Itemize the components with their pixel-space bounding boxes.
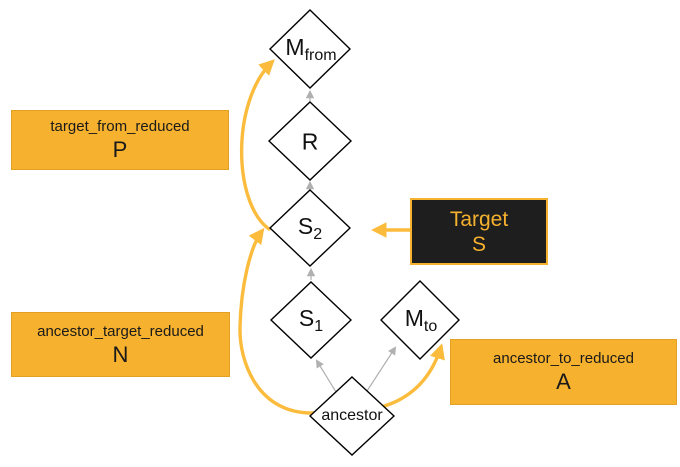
node-diamond-ancestor [308,376,396,456]
node-label-m-from: Mfrom [285,36,336,64]
callout-target-from-reduced: target_from_reduced P [11,110,229,170]
callout-target-from-reduced-name: target_from_reduced [50,118,190,136]
callout-target-symbol: S [471,232,486,256]
node-label-ancestor-main: ancestor [321,407,383,424]
node-label-s2: S2 [298,215,322,243]
callout-target: Target S [410,198,548,265]
edge-ancestor-to-s2-ancestor-target-reduced [238,227,315,415]
node-label-s2-sub: 2 [313,226,323,243]
callout-ancestor-target-reduced-name: ancestor_target_reduced [37,322,204,340]
callout-ancestor-to-reduced-name: ancestor_to_reduced [493,350,634,368]
edge-ancestor-to-s1 [315,359,337,393]
node-label-s1: S1 [299,307,323,335]
node-label-m-to-sub: to [423,318,438,335]
callout-ancestor-target-reduced: ancestor_target_reduced N [11,312,230,377]
callout-ancestor-target-reduced-symbol: N [112,341,129,367]
node-diamond-s2 [268,189,352,267]
node-label-m-to-main: M [404,305,424,331]
edge-ancestor-to-mto [366,346,397,392]
callout-target-name: Target [449,208,509,232]
node-label-s2-main: S [297,213,314,239]
node-diamond-s1 [269,281,353,359]
node-diamond-m-to [380,280,460,360]
callout-target-from-reduced-symbol: P [112,137,128,163]
node-label-r: R [301,128,319,155]
node-label-s1-sub: 1 [314,318,324,335]
node-diamond-r [267,101,353,181]
node-label-r-main: R [301,128,319,155]
callout-ancestor-to-reduced: ancestor_to_reduced A [450,339,677,405]
callout-ancestor-to-reduced-symbol: A [556,369,571,395]
node-label-m-from-sub: from [304,47,337,64]
node-diamond-m-from [268,9,352,89]
node-label-ancestor: ancestor [321,408,382,424]
edge-s2-to-mfrom-target-from-reduced [240,59,275,231]
node-label-s1-main: S [298,305,315,331]
node-label-m-from-main: M [285,34,305,60]
node-label-m-to: Mto [405,307,438,335]
